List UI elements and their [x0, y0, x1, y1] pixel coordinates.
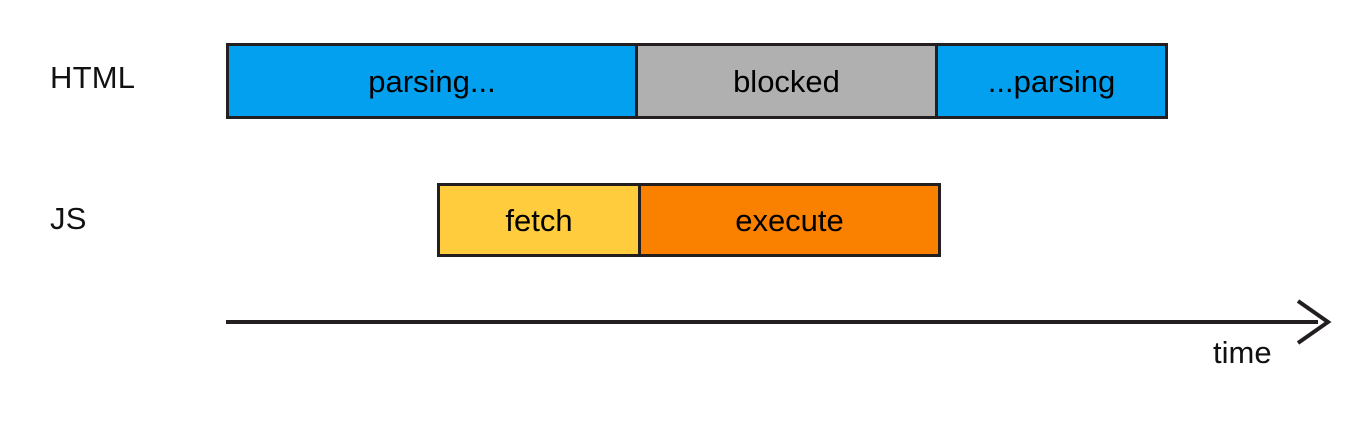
segment-html-parsing-start: parsing...: [226, 43, 638, 119]
timeline-track-html: parsing... blocked ...parsing: [226, 43, 1168, 119]
arrow-right-icon: [226, 299, 1332, 345]
row-label-js: JS: [50, 201, 87, 236]
segment-js-execute: execute: [638, 183, 941, 257]
time-axis: [220, 295, 1340, 355]
segment-html-parsing-resume: ...parsing: [935, 43, 1168, 119]
timeline-track-js: fetch execute: [437, 183, 941, 257]
segment-html-blocked: blocked: [635, 43, 938, 119]
time-axis-label: time: [1213, 335, 1272, 370]
row-label-html: HTML: [50, 60, 136, 95]
segment-js-fetch: fetch: [437, 183, 641, 257]
